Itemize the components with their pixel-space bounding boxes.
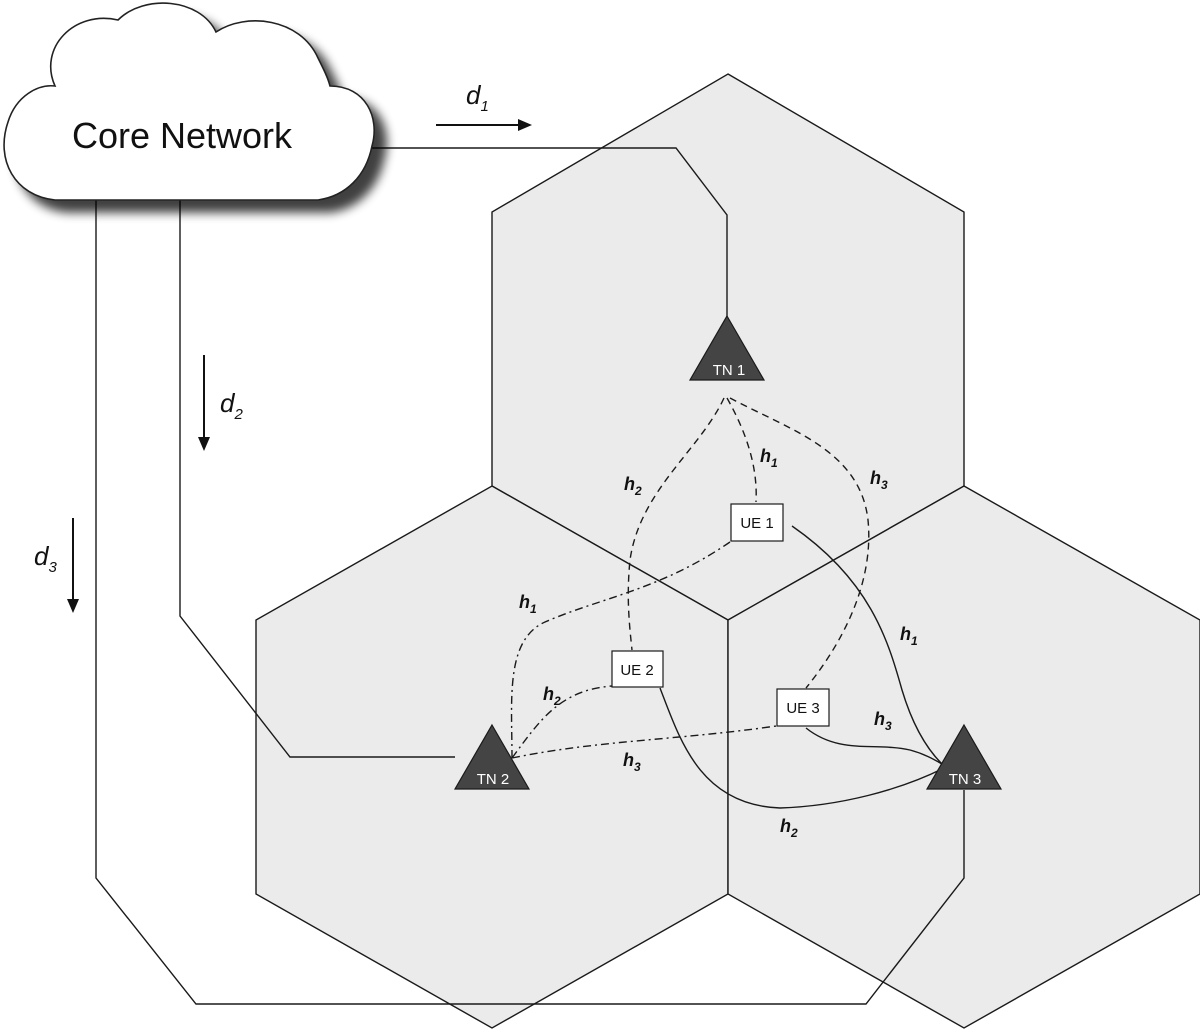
tn-2-label: TN 2	[477, 771, 510, 788]
core-network-cloud	[3, 2, 375, 201]
channel-tn3-ue2	[659, 687, 945, 809]
tn-1: TN 1	[688, 314, 766, 381]
channel-label-tn1-ue2: h2	[624, 474, 642, 498]
antenna-triangle-icon	[688, 314, 766, 381]
channel-label-tn3-ue3: h3	[874, 709, 892, 733]
backhaul-wire-tn3	[95, 200, 965, 1005]
channel-label-tn1-ue3: h3	[870, 468, 888, 492]
channel-tn2-ue3	[511, 725, 777, 759]
channel-label-tn2-ue3: h3	[623, 750, 641, 774]
channel-tn2-ue2	[511, 685, 613, 759]
channel-tn2-ue1	[510, 541, 731, 759]
tn-2: TN 2	[453, 723, 531, 790]
cloud-icon	[3, 2, 375, 201]
backhaul-wire-tn1	[370, 147, 728, 318]
tn-3: TN 3	[925, 723, 1003, 790]
backhaul-label-d3: d3	[34, 541, 57, 576]
ue-3-label: UE 3	[786, 700, 819, 717]
antenna-triangle-icon	[925, 723, 1003, 790]
ue-1: UE 1	[730, 503, 784, 542]
ue-2: UE 2	[611, 650, 664, 688]
channel-tn1-ue3	[729, 397, 870, 689]
core-network-label: Core Network	[72, 115, 293, 156]
channel-tn3-ue1	[791, 525, 943, 765]
tn-3-label: TN 3	[949, 771, 982, 788]
arrow-down-icon	[198, 355, 210, 451]
arrow-down-icon	[67, 518, 79, 613]
ue-1-label: UE 1	[740, 515, 773, 532]
channel-label-tn3-ue2: h2	[780, 816, 798, 840]
ue-3: UE 3	[776, 688, 830, 727]
channel-tn1-ue1	[726, 397, 757, 503]
channel-tn1-ue2	[627, 397, 725, 651]
backhaul-label-d2: d2	[220, 388, 243, 423]
backhaul-wire-tn2	[179, 200, 455, 758]
channel-label-tn2-ue1: h1	[519, 592, 537, 616]
backhaul-label-d1: d1	[466, 80, 489, 115]
tn-1-label: TN 1	[713, 362, 746, 379]
channel-tn3-ue3	[805, 727, 943, 765]
antenna-triangle-icon	[453, 723, 531, 790]
arrow-right-icon	[436, 119, 532, 131]
channel-label-tn1-ue1: h1	[760, 446, 778, 470]
channel-label-tn2-ue2: h2	[543, 684, 561, 708]
ue-2-label: UE 2	[620, 662, 653, 679]
channel-label-tn3-ue1: h1	[900, 624, 918, 648]
